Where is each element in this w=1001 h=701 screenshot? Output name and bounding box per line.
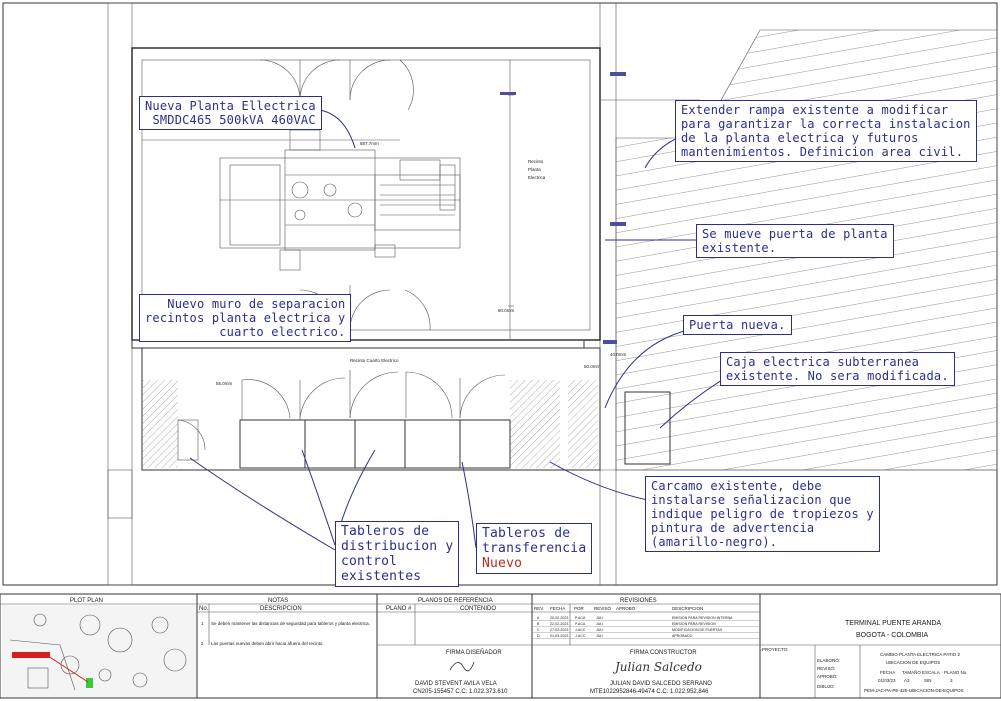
nota-2-num: 2 [201, 641, 204, 646]
reviso-label: REVISÓ: [817, 665, 835, 671]
callout-nueva-planta: Nueva Planta Ellectrica SMDDC465 500kVA … [139, 96, 322, 130]
room-label-cuarto: Recinto Cuarto Electrico [350, 358, 399, 363]
notas-no-header: No. [199, 606, 209, 612]
generator-set [219, 129, 461, 271]
fecha-header: FECHA [550, 606, 565, 611]
panel-door-swings [177, 370, 506, 461]
revision-cell-fecha: 22-02-2023 [550, 622, 568, 626]
elaboro-label: ELABORÓ: [817, 657, 840, 663]
revision-cell-reviso: JULI [596, 616, 603, 620]
tableros-transferencia-text: Tableros de transferencia [482, 526, 587, 556]
revision-cell-desc: EMISION PARA REVISION [672, 622, 716, 626]
nuevo-label: Nuevo [482, 556, 523, 571]
revision-cell-rev: C [537, 628, 540, 632]
disenador-cc: CN205-155457 C.C: 1.022.373.610 [413, 689, 508, 695]
revision-cell-fecha: 27-02-2023 [550, 628, 568, 632]
revision-cell-por: J.ACC [575, 628, 586, 632]
revision-cell-reviso: JULI [596, 628, 603, 632]
fecha-label: FECHA [880, 670, 895, 675]
contenido-header: CONTENIDO [460, 606, 496, 612]
rev-header: REV. [534, 606, 544, 611]
dimension-label: 80.0mm [498, 308, 515, 313]
escala-value: SIN [924, 678, 932, 683]
callout-extender-rampa: Extender rampa existente a modificar par… [675, 100, 977, 162]
constructor-cc: MTE1022952846-49474 C.C: 1.022.952.846 [590, 689, 709, 695]
disenador-nombre: DAVID STEVENT AVILA VELA [415, 681, 497, 687]
constructor-signature: Julian Salcedo [612, 660, 702, 674]
notas-title: NOTAS [268, 598, 288, 604]
panel-row [239, 419, 511, 469]
plano-codigo: PEM-JAC-PA-PE-420-UBICACION-DE-EQUIPOS [864, 688, 964, 693]
callout-caja-electrica: Caja electrica subterranea existente. No… [720, 352, 955, 386]
revision-cell-desc: EMISION PARA REVISION INTERNA [672, 616, 733, 620]
revision-cell-fecha: 01-03-2023 [550, 634, 568, 638]
callout-carcamo: Carcamo existente, debe instalarse señal… [645, 476, 880, 552]
top-doors [259, 59, 414, 111]
aprobo-header: APROBÓ [616, 605, 636, 611]
planos-ref-title: PLANOS DE REFERENCIA [418, 598, 493, 604]
callout-tableros-distribucion: Tableros de distribucion y control exist… [335, 521, 460, 587]
plano-num-header: PLANO # [386, 606, 412, 612]
left-column [107, 2, 133, 586]
callout-nuevo-muro: Nuevo muro de separacion recintos planta… [139, 294, 352, 342]
disenador-signature [449, 661, 475, 672]
revision-cell-por: P.ACA [575, 622, 586, 626]
wall-markers [500, 72, 626, 344]
rev-desc-header: DESCRIPCION [672, 606, 703, 611]
escala-label: ESCALA [922, 670, 940, 675]
constructor-nombre: JULIAN DAVID SALCEDO SERRANO [610, 681, 712, 687]
revision-cell-por: P.ACA [575, 616, 586, 620]
hatched-wall-right [510, 380, 560, 468]
nota-2-text: Las puertas nuevas deben abrir hacia afu… [211, 641, 324, 646]
nota-1-text: Se deben mantener las distancias de segu… [211, 621, 370, 626]
por-header: POR [574, 606, 585, 611]
revision-cell-desc: MODIFICACION DE PUERTAS [672, 628, 723, 632]
revision-cell-fecha: 20-02-2023 [550, 616, 568, 620]
revision-cell-desc: APROBADO [672, 634, 693, 638]
ciudad: BOGOTA - COLOMBIA [856, 632, 929, 639]
tamano-label: TAMAÑO [902, 669, 921, 675]
title-block [0, 593, 1001, 699]
plot-plan-title: PLOT PLAN [70, 598, 103, 604]
callout-puerta-planta: Se mueve puerta de planta existente. [696, 224, 894, 258]
revision-cell-por: J.ACC [575, 634, 586, 638]
terminal-name: TERMINAL PUENTE ARANDA [845, 620, 942, 627]
proyecto-label: PROYECTO: [762, 647, 788, 652]
dimension-label: 887.7mm [360, 141, 379, 146]
revision-cell-reviso: JULI [596, 634, 603, 638]
firma-disenador-label: FIRMA DISEÑADOR [446, 649, 502, 656]
revision-cell-rev: A [537, 616, 540, 620]
revision-cell-reviso: JULI [596, 622, 603, 626]
revisiones-title: REVISIONES [620, 598, 657, 604]
dimension-label: 55.0mm [216, 381, 233, 386]
revision-cell-rev: B [537, 622, 540, 626]
revision-cell-rev: D [537, 634, 540, 638]
tamano-value: A3 [904, 678, 910, 683]
dimension-label: 50.0mm [584, 364, 601, 369]
callout-puerta-nueva: Puerta nueva. [683, 315, 792, 335]
aprobo-label: APROBÓ: [817, 673, 838, 679]
firma-constructor-label: FIRMA CONSTRUCTOR [630, 650, 697, 656]
hatched-wall-left [142, 380, 178, 468]
fecha-value: 01/03/23 [878, 678, 896, 683]
plano-value: 3 [950, 678, 953, 683]
nota-1-num: 1 [201, 621, 204, 626]
left-column-pier [107, 469, 133, 519]
reviso-header: REVISÓ [594, 605, 612, 611]
plano-no-label: PLANO No. [944, 670, 968, 675]
existing-box [624, 391, 671, 465]
notas-desc-header: DESCRIPCION [260, 606, 302, 612]
dibujo-label: DIBUJO: [817, 684, 835, 689]
